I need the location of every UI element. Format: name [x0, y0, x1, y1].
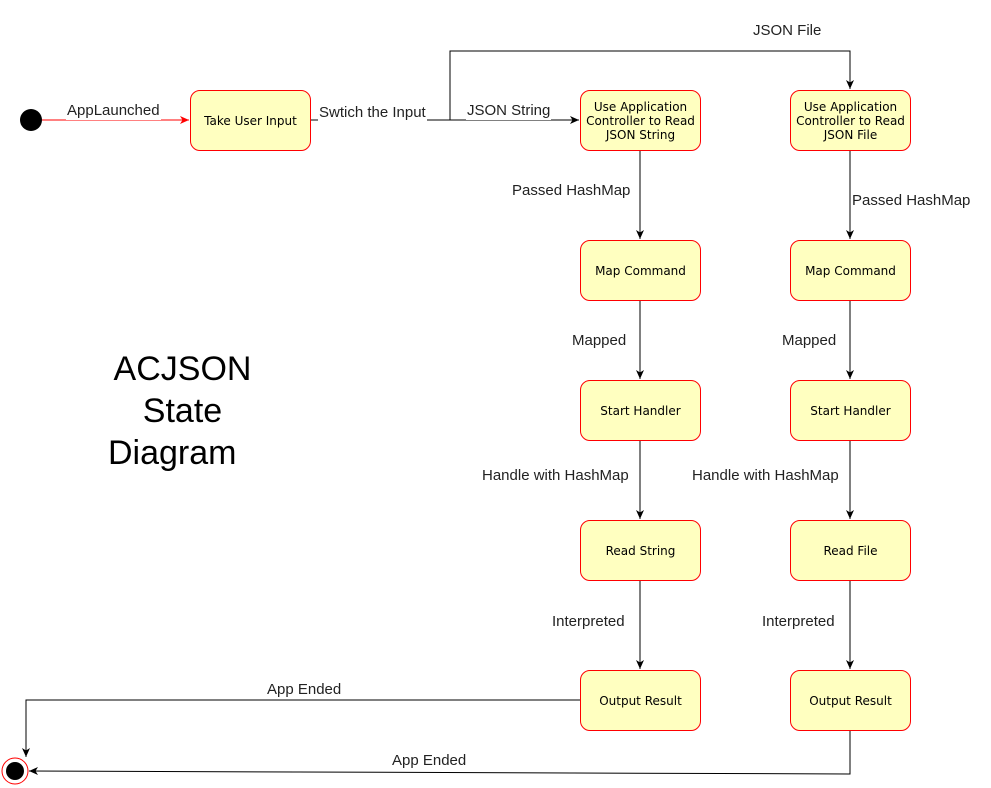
label-handle-hashmap-a: Handle with HashMap — [481, 467, 630, 485]
label-interpreted-a: Interpreted — [551, 613, 626, 631]
final-node-core — [6, 762, 24, 780]
state-take-user-input[interactable]: Take User Input — [190, 90, 311, 151]
initial-node — [20, 109, 42, 131]
state-output-result-a[interactable]: Output Result — [580, 670, 701, 731]
edge-app-ended-a — [22, 699, 580, 757]
label-json-string: JSON String — [466, 102, 552, 120]
diagram-title: ACJSON State Diagram — [100, 348, 265, 474]
edge-app-ended-b — [28, 731, 851, 776]
label-passed-hashmap-b: Passed HashMap — [851, 192, 972, 210]
state-read-json-file-controller[interactable]: Use Application Controller to Read JSON … — [790, 90, 911, 151]
title-line-3: Diagram — [108, 434, 237, 472]
title-line-1: ACJSON — [113, 350, 252, 388]
title-line-2: State — [142, 392, 223, 430]
label-json-file: JSON File — [752, 22, 823, 40]
state-read-file[interactable]: Read File — [790, 520, 911, 581]
edge-json-file — [449, 50, 854, 120]
state-output-result-b[interactable]: Output Result — [790, 670, 911, 731]
state-start-handler-b[interactable]: Start Handler — [790, 380, 911, 441]
state-read-string[interactable]: Read String — [580, 520, 701, 581]
state-read-json-string-controller[interactable]: Use Application Controller to Read JSON … — [580, 90, 701, 151]
label-mapped-b: Mapped — [781, 332, 838, 350]
state-start-handler-a[interactable]: Start Handler — [580, 380, 701, 441]
label-app-ended-a: App Ended — [266, 681, 343, 699]
state-map-command-b[interactable]: Map Command — [790, 240, 911, 301]
label-passed-hashmap-a: Passed HashMap — [511, 182, 632, 200]
label-interpreted-b: Interpreted — [761, 613, 836, 631]
label-app-ended-b: App Ended — [391, 752, 468, 770]
label-app-launched: AppLaunched — [66, 102, 161, 120]
label-switch-input: Swtich the Input — [318, 104, 427, 122]
label-handle-hashmap-b: Handle with HashMap — [691, 467, 840, 485]
label-mapped-a: Mapped — [571, 332, 628, 350]
state-map-command-a[interactable]: Map Command — [580, 240, 701, 301]
